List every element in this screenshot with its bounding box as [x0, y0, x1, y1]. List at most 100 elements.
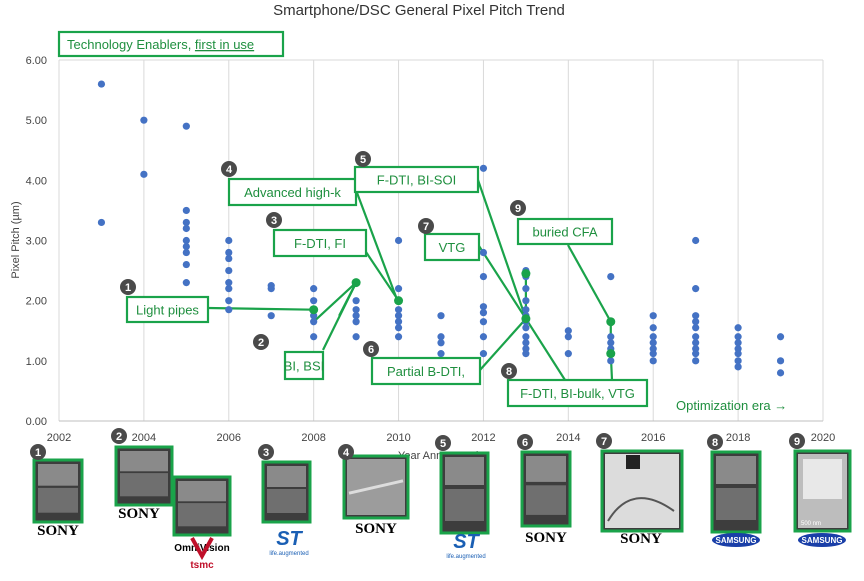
annotation-box — [125, 295, 210, 324]
annotation-label: VTG — [439, 240, 466, 255]
thumbnail-number-badge — [258, 444, 274, 460]
annotation-number-badge — [363, 341, 379, 357]
data-point — [394, 324, 403, 332]
device-thumbnails: 1SONY2SONYOmniVisiontsmc3STlife.augmente… — [30, 428, 852, 571]
annotation-number: 5 — [360, 154, 366, 166]
thumbnail-number-badge — [789, 433, 805, 449]
annotation-number: 9 — [515, 203, 521, 215]
samsung-logo: SAMSUNG — [716, 536, 757, 545]
data-point — [692, 357, 700, 365]
thumbnail-layer — [267, 489, 306, 513]
sony-logo: SONY — [355, 521, 397, 537]
thumbnail-number-badge — [338, 444, 354, 460]
data-point — [437, 312, 445, 320]
y-tick-label: 6.00 — [26, 55, 47, 67]
annotation-number: 6 — [368, 344, 374, 356]
annotation-number-badge — [266, 212, 282, 228]
y-tick-label: 2.00 — [26, 296, 47, 308]
highlight-point — [521, 314, 531, 324]
thumbnail-number: 6 — [522, 437, 528, 449]
annotation-number: 2 — [258, 337, 264, 349]
data-point — [140, 116, 148, 124]
thumbnail-layer — [178, 481, 226, 502]
data-point — [479, 318, 488, 326]
annotation-number: 8 — [506, 366, 512, 378]
data-point — [225, 254, 233, 263]
omnivision-v-mark — [190, 537, 214, 561]
data-point — [310, 297, 318, 305]
legend-text: Technology Enablers, — [67, 37, 195, 52]
annotation-label: buried CFA — [532, 225, 597, 240]
data-point — [692, 324, 700, 332]
data-point — [734, 357, 742, 365]
x-tick-label: 2004 — [132, 432, 156, 444]
sony-logo: SONY — [525, 530, 567, 546]
data-point — [607, 357, 615, 365]
thumbnail-number-badge — [435, 435, 451, 451]
data-point — [352, 333, 360, 341]
data-point — [692, 236, 700, 245]
annotation-number: 1 — [125, 282, 131, 294]
y-tick-label: 0.00 — [26, 416, 47, 428]
data-point — [182, 236, 190, 245]
annotation-number-badge — [221, 161, 237, 177]
thumbnail-number: 1 — [35, 447, 41, 459]
y-tick-label: 1.00 — [26, 356, 47, 368]
x-tick-label: 2012 — [471, 432, 495, 444]
data-point — [225, 248, 233, 257]
annotation-box — [353, 165, 480, 194]
thumbnail-layer — [445, 489, 484, 521]
highlight-point — [521, 269, 531, 279]
thumbnail-layer — [120, 473, 168, 497]
annotation-box — [506, 378, 649, 408]
svg-text:Technology Enablers, first in: Technology Enablers, first in use — [67, 37, 254, 52]
highlight-point — [606, 349, 616, 359]
annotation-label: F-DTI, BI-SOI — [377, 173, 456, 188]
thumbnail-4 — [342, 454, 410, 520]
data-point — [734, 350, 742, 358]
data-point — [352, 297, 360, 305]
data-point — [394, 312, 403, 320]
sony-logo: SONY — [620, 531, 662, 547]
data-point — [692, 350, 700, 358]
data-point — [182, 248, 190, 257]
data-point — [649, 350, 657, 358]
samsung-logo-shape — [712, 533, 760, 547]
x-tick-label: 2018 — [726, 432, 750, 444]
x-tick-label: 2020 — [811, 432, 835, 444]
data-point — [225, 236, 233, 245]
x-tick-label: 2016 — [641, 432, 665, 444]
annotation-label: F-DTI, FI — [294, 236, 346, 251]
data-point — [734, 339, 742, 347]
thumbnail-layer — [445, 457, 484, 485]
annotation-leader — [567, 244, 612, 323]
annotation-label: Partial B-DTI, — [387, 364, 465, 379]
annotation-box — [370, 356, 482, 386]
x-tick-label: 2002 — [47, 432, 71, 444]
annotation-number-badge — [510, 200, 526, 216]
thumbnail-layer — [607, 497, 675, 522]
data-point — [394, 306, 403, 314]
data-point — [479, 350, 488, 358]
annotation-box — [283, 350, 325, 381]
data-point — [649, 312, 657, 320]
data-point — [479, 248, 488, 257]
data-point — [649, 339, 657, 347]
thumbnail-1 — [32, 458, 84, 524]
data-point — [564, 333, 572, 341]
annotation-leader — [207, 306, 314, 311]
thumbnail-8 — [710, 450, 762, 534]
data-point — [734, 363, 742, 371]
thumbnail-number: 8 — [712, 437, 718, 449]
data-point — [564, 350, 572, 358]
data-point — [182, 218, 190, 227]
data-point — [692, 333, 700, 341]
highlight-point — [394, 296, 404, 306]
annotation-5: F-DTI, BI-SOI 5 — [353, 151, 480, 194]
thumbnail-layer — [38, 487, 78, 513]
data-point — [522, 350, 530, 358]
st-logo: ST — [453, 531, 480, 553]
annotation-label: Advanced high-k — [244, 185, 341, 200]
